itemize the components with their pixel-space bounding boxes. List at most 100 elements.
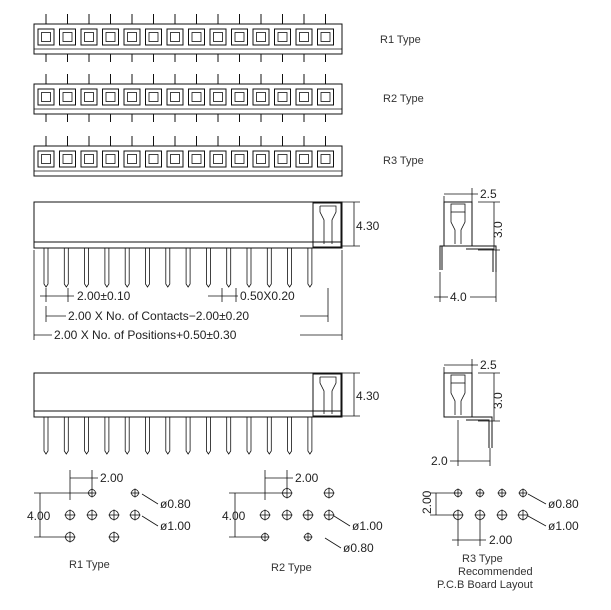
layout-r2-label: R2 Type xyxy=(271,562,312,574)
side-pin xyxy=(84,248,89,288)
end-view-top-bottom-width: 4.0 xyxy=(450,290,467,304)
contact-hole xyxy=(84,32,94,42)
contact-cell xyxy=(102,88,119,106)
side-pin xyxy=(287,417,292,455)
side-pin xyxy=(246,417,252,455)
contact-cell xyxy=(37,28,55,46)
contact-cell xyxy=(102,150,119,168)
contact-cell xyxy=(59,88,76,106)
contact-cell xyxy=(209,88,227,106)
side-pin xyxy=(124,248,130,288)
side-view-1-height: 4.30 xyxy=(356,219,380,233)
side-view-1 xyxy=(33,201,343,288)
contact-cell xyxy=(59,150,76,168)
contact-hole xyxy=(320,154,331,164)
contact-cell xyxy=(37,150,55,168)
side-pin xyxy=(63,417,69,455)
contact-hole xyxy=(320,32,331,42)
contact-cell xyxy=(209,150,227,168)
positions-formula: 2.00 X No. of Positions+0.50±0.30 xyxy=(54,328,237,342)
layout-r3-label: R3 Type xyxy=(462,553,503,565)
side-pin xyxy=(185,248,191,288)
side-pin xyxy=(226,417,232,455)
r2-type-label: R2 Type xyxy=(383,93,424,105)
contact-cell xyxy=(145,88,162,106)
contact-cell xyxy=(317,88,334,106)
end-view-bottom-width: 2.5 xyxy=(480,358,497,372)
side-view-1-dims: 2.00±0.10 0.50X0.20 2.00 X No. of Contac… xyxy=(33,250,343,342)
contact-cell xyxy=(80,28,98,46)
contact-cell xyxy=(80,88,98,106)
side-pin xyxy=(165,248,171,288)
contact-cell xyxy=(274,28,291,46)
layout-r2-hole-b: ø0.80 xyxy=(343,541,374,555)
side-pin xyxy=(206,248,211,288)
side-pin xyxy=(307,417,313,455)
end-view-bottom: 2.5 3.0 2.0 xyxy=(431,358,505,468)
contact-hole xyxy=(62,32,73,42)
contact-cell xyxy=(274,150,291,168)
contact-hole xyxy=(127,32,137,42)
r1-type-label: R1 Type xyxy=(380,34,421,46)
side-pin xyxy=(165,417,171,455)
layout-r1-hole-b: ø1.00 xyxy=(160,519,191,533)
contacts-formula: 2.00 X No. of Contacts−2.00±0.20 xyxy=(68,309,249,323)
contact-cell xyxy=(209,28,227,46)
contact-hole xyxy=(62,154,73,164)
contact-cell xyxy=(231,28,248,46)
contact-hole xyxy=(84,154,94,164)
contact-cell xyxy=(295,88,313,106)
contact-cell xyxy=(274,88,291,106)
contact-hole xyxy=(234,32,245,42)
contact-cell xyxy=(188,150,205,168)
strip-body xyxy=(33,83,343,115)
side-pin xyxy=(104,248,110,288)
end-view-top: 2.5 3.0 4.0 xyxy=(434,187,505,304)
layout-r3-hole-b: ø1.00 xyxy=(548,519,579,533)
side-pin xyxy=(104,417,110,455)
contact-hole xyxy=(170,32,180,42)
contact-cell xyxy=(252,28,270,46)
contact-hole xyxy=(105,92,116,102)
contact-hole xyxy=(320,92,331,102)
pin-width-dim: 0.50X0.20 xyxy=(240,289,295,303)
contact-hole xyxy=(105,154,116,164)
layout-r3: 2.00 2.00 ø0.80 ø1.00 R3 Type Recommende… xyxy=(420,488,579,591)
contact-hole xyxy=(41,92,51,102)
contact-hole xyxy=(191,154,202,164)
layout-r1-label: R1 Type xyxy=(69,559,110,571)
contact-hole xyxy=(256,92,266,102)
layout-r1-pitch: 2.00 xyxy=(100,471,124,485)
contact-hole xyxy=(256,154,266,164)
end-view-top-width: 2.5 xyxy=(480,187,497,201)
contact-hole xyxy=(277,92,288,102)
end-view-top-height: 3.0 xyxy=(491,221,505,238)
contact-cell xyxy=(188,28,205,46)
contact-cell xyxy=(231,150,248,168)
layout-r1-hole-a: ø0.80 xyxy=(160,497,191,511)
side-pin xyxy=(63,248,69,288)
side-pin xyxy=(43,417,49,455)
side-pin xyxy=(145,417,150,455)
contact-hole xyxy=(62,92,73,102)
contact-hole xyxy=(213,92,223,102)
side-pin xyxy=(84,417,89,455)
contact-cell xyxy=(295,28,313,46)
contact-cell xyxy=(252,88,270,106)
contact-cell xyxy=(295,150,313,168)
pitch-dim: 2.00±0.10 xyxy=(77,289,131,303)
layout-caption-2: P.C.B Board Layout xyxy=(437,579,533,591)
contact-cell xyxy=(145,28,162,46)
contact-hole xyxy=(256,32,266,42)
contact-cell xyxy=(59,28,76,46)
contact-hole xyxy=(277,154,288,164)
contact-cell xyxy=(145,150,162,168)
contact-cell xyxy=(166,88,184,106)
layout-r2-hole-a: ø1.00 xyxy=(352,519,383,533)
side-pin xyxy=(287,248,292,288)
contact-cell xyxy=(317,28,334,46)
contact-cell xyxy=(102,28,119,46)
side-pin xyxy=(185,417,191,455)
end-view-bottom-offset: 2.0 xyxy=(431,454,448,468)
side-pin xyxy=(266,417,272,455)
